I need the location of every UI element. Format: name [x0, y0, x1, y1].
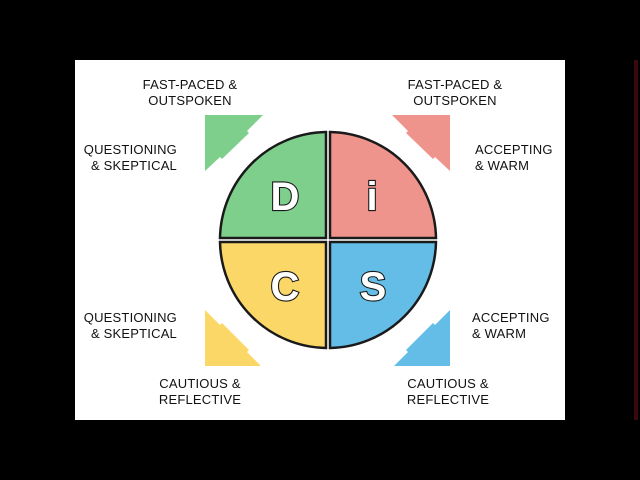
label-top-right: FAST-PACED & OUTSPOKEN	[400, 77, 510, 109]
label-line: & SKEPTICAL	[90, 326, 177, 341]
window-edge	[634, 60, 638, 420]
label-line: FAST-PACED &	[142, 77, 238, 92]
label-top-left: FAST-PACED & OUTSPOKEN	[135, 77, 245, 109]
label-line: ACCEPTING	[472, 310, 550, 325]
label-line: REFLECTIVE	[406, 392, 490, 407]
label-line: OUTSPOKEN	[148, 93, 232, 108]
label-bottom-right: CAUTIOUS & REFLECTIVE	[393, 376, 503, 408]
label-line: QUESTIONING	[83, 310, 177, 325]
label-line: & WARM	[472, 326, 527, 341]
arrow-bottom-left	[205, 310, 261, 366]
arrow-top-left	[205, 115, 263, 171]
quadrant-s	[328, 240, 438, 350]
label-line: OUTSPOKEN	[413, 93, 497, 108]
arrow-top-right	[392, 115, 450, 171]
label-upper-left: QUESTIONING & SKEPTICAL	[75, 142, 177, 174]
label-upper-right: ACCEPTING & WARM	[475, 142, 565, 174]
quadrant-d	[218, 130, 328, 240]
disc-diagram: D i C S	[205, 115, 450, 366]
quadrant-i-letter: i	[366, 175, 377, 219]
label-line: ACCEPTING	[475, 142, 553, 157]
quadrant-i	[328, 130, 438, 240]
label-lower-right: ACCEPTING & WARM	[472, 310, 564, 342]
quadrant-c	[218, 240, 328, 350]
label-line: REFLECTIVE	[158, 392, 242, 407]
quadrant-c-letter: C	[271, 265, 300, 309]
disc-slide: D i C S FAST-PACED & OUTSPOKEN FAST-PACE…	[75, 60, 565, 420]
label-lower-left: QUESTIONING & SKEPTICAL	[75, 310, 177, 342]
label-line: CAUTIOUS &	[159, 376, 241, 391]
quadrant-s-letter: S	[360, 265, 387, 309]
label-line: & WARM	[475, 158, 530, 173]
label-line: FAST-PACED &	[407, 77, 503, 92]
label-line: & SKEPTICAL	[90, 158, 177, 173]
arrow-bottom-right	[394, 310, 450, 366]
label-line: QUESTIONING	[83, 142, 177, 157]
label-bottom-left: CAUTIOUS & REFLECTIVE	[145, 376, 255, 408]
label-line: CAUTIOUS &	[407, 376, 489, 391]
quadrant-d-letter: D	[271, 175, 300, 219]
